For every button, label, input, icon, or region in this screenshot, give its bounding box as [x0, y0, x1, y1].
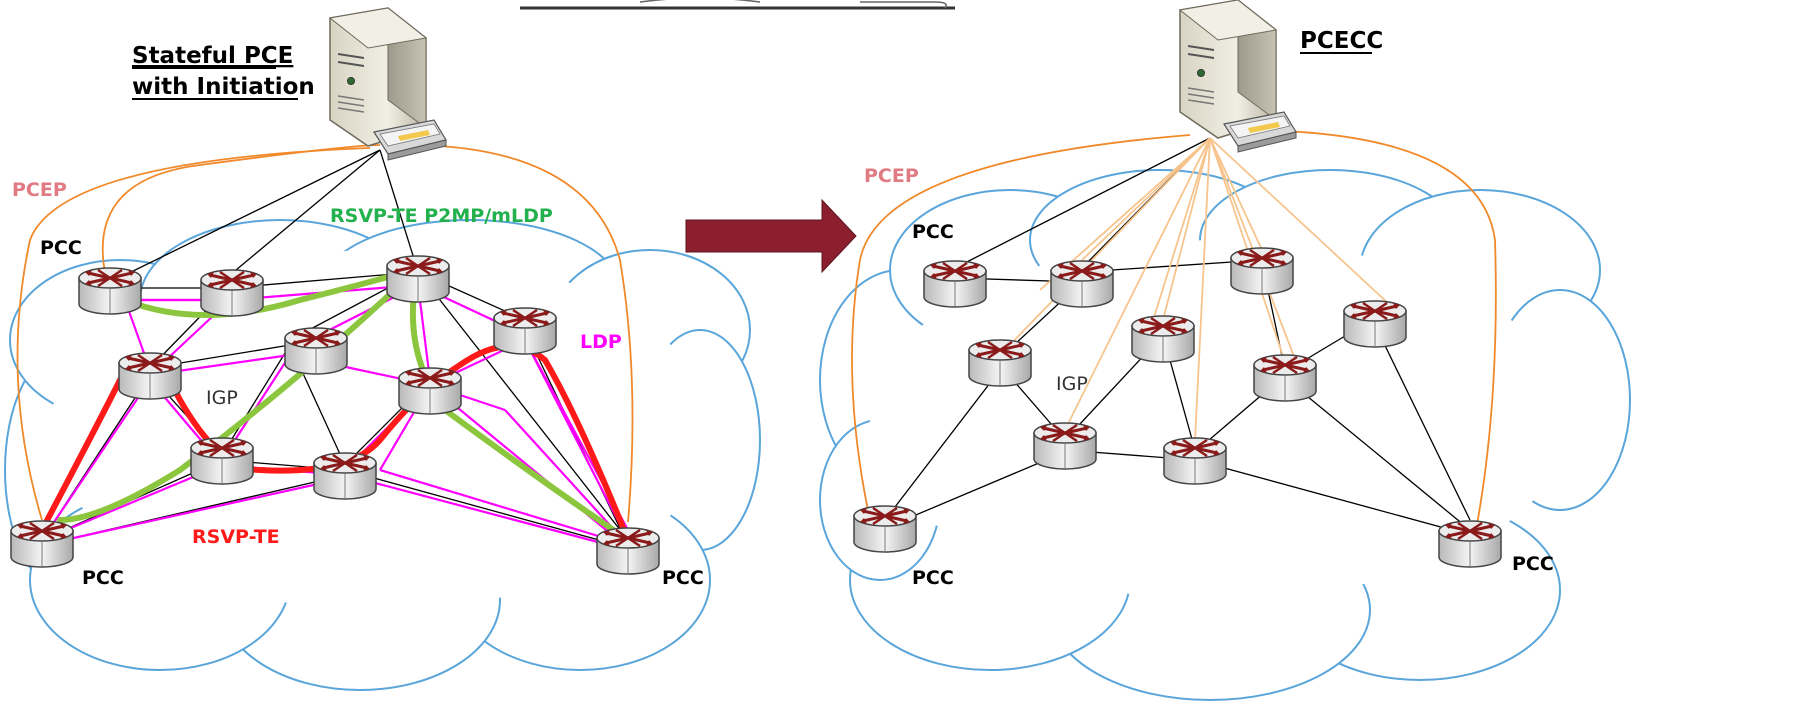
left-rsvp-te-label: RSVP-TE	[192, 526, 280, 548]
left-pcep-links	[16, 144, 634, 523]
router-icon	[9, 519, 75, 569]
right-pcecc-links	[999, 137, 1391, 441]
left-pcc-bottom-left-label: PCC	[82, 567, 124, 589]
router-icon	[385, 254, 451, 304]
router-icon	[967, 338, 1033, 388]
right-cloud	[819, 169, 1631, 701]
right-server-title: PCECC	[1300, 28, 1383, 54]
server-icon	[329, 7, 447, 161]
router-icon	[199, 268, 265, 318]
router-icon	[1162, 436, 1228, 486]
router-icon	[117, 351, 183, 401]
left-pcep-label: PCEP	[12, 179, 67, 201]
right-igp-label: IGP	[1056, 373, 1088, 395]
router-icon	[852, 504, 918, 554]
transition-arrow-icon	[685, 198, 857, 274]
router-icon	[312, 451, 378, 501]
left-ldp-label: LDP	[580, 331, 622, 353]
router-icon	[595, 526, 661, 576]
right-pcc-bottom-right-label: PCC	[1512, 553, 1554, 575]
router-icon	[1032, 421, 1098, 471]
router-icon	[1049, 259, 1115, 309]
left-pcc-bottom-right-label: PCC	[662, 567, 704, 589]
server-icon	[1179, 0, 1297, 153]
router-icon	[1342, 299, 1408, 349]
router-icon	[1130, 314, 1196, 364]
left-pcc-top-label: PCC	[40, 237, 82, 259]
router-icon	[1252, 353, 1318, 403]
right-pcc-bottom-left-label: PCC	[912, 567, 954, 589]
right-pcep-label: PCEP	[864, 165, 919, 187]
router-icon	[1229, 246, 1295, 296]
router-icon	[922, 259, 988, 309]
router-icon	[397, 366, 463, 416]
left-server-title-line2: with Initiation	[132, 74, 315, 100]
router-icon	[283, 326, 349, 376]
router-icon	[492, 306, 558, 356]
router-icon	[77, 266, 143, 316]
left-server-title-line1: Stateful PCE	[132, 43, 293, 69]
right-pcc-top-label: PCC	[912, 221, 954, 243]
right-pcep-links	[851, 129, 1497, 531]
router-icon	[189, 436, 255, 486]
left-igp-label: IGP	[206, 387, 238, 409]
left-rsvp-p2mp-label: RSVP-TE P2MP/mLDP	[330, 205, 553, 227]
router-icon	[1437, 519, 1503, 569]
